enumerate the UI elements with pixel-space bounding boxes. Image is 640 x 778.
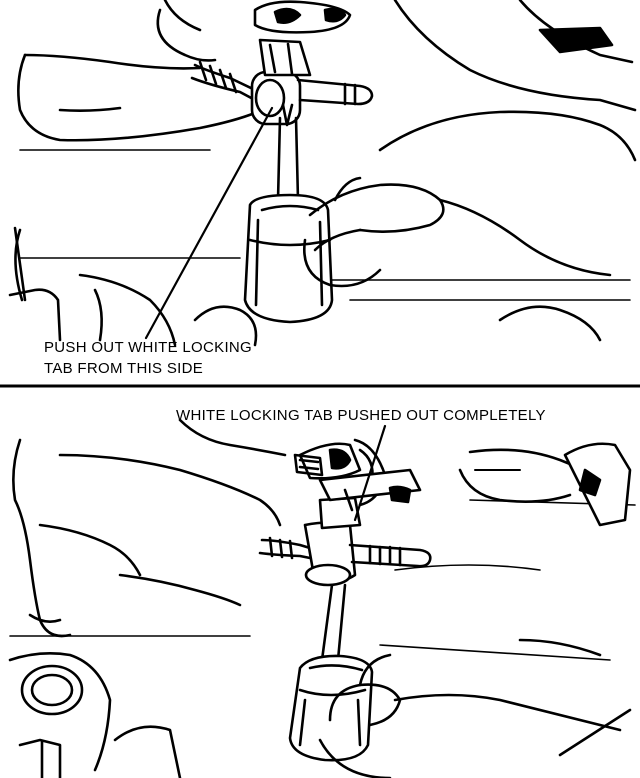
callout-leader-top (144, 106, 274, 340)
callout-push-out-line-2: TAB FROM THIS SIDE (44, 360, 204, 377)
fuel-connector-bottom (258, 438, 432, 587)
hand-left-bottom (12, 418, 287, 638)
top-panel (8, 0, 637, 347)
fuel-connector-top (190, 0, 374, 126)
hand-left-top (17, 0, 264, 142)
callout-pushed-out-completely: WHITE LOCKING TAB PUSHED OUT COMPLETELY (176, 407, 546, 424)
screwdriver-bottom (288, 583, 374, 762)
bottom-panel (8, 418, 636, 778)
callout-push-out-line-1: PUSH OUT WHITE LOCKING (44, 339, 253, 356)
callout-leader-bottom (353, 424, 387, 522)
engine-background-top (8, 0, 637, 347)
hand-right-bottom (458, 442, 632, 527)
hand-right-top (302, 110, 637, 342)
screwdriver-top (243, 103, 334, 324)
